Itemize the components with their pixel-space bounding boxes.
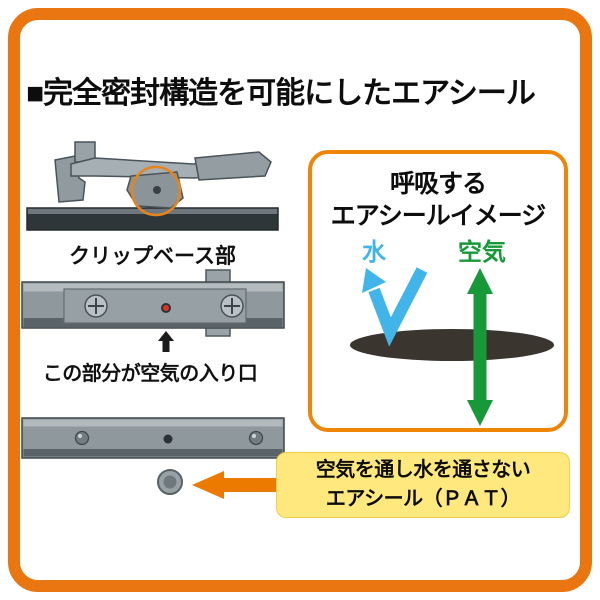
page-title: ■完全密封構造を可能にしたエアシール [26, 68, 574, 112]
water-label: 水 [362, 239, 386, 266]
clip-base-illustration [26, 141, 279, 231]
highlight-circle [130, 165, 182, 217]
water-bounce-arrow-icon [362, 267, 428, 347]
callout-box: 空気を通し水を通さない エアシール（ＰＡＴ） [276, 452, 570, 518]
blade-rail-bottom [21, 417, 285, 459]
rivet-right [248, 430, 264, 446]
panel-heading-line2: エアシールイメージ [330, 202, 547, 230]
air-seal-plug [157, 469, 183, 495]
panel-heading-line1: 呼吸する [389, 170, 487, 198]
air-label: 空気 [458, 239, 506, 266]
title-text: 完全密封構造を可能にしたエアシール [43, 77, 536, 110]
clip-base-label: クリップベース部 [69, 245, 236, 268]
seal-hole [163, 434, 173, 444]
air-flow-arrow-icon [467, 268, 493, 426]
air-inlet-label: この部分が空気の入り口 [42, 363, 258, 385]
callout-arrow-icon [192, 471, 282, 499]
clip-body [54, 141, 272, 209]
seal-ellipse [350, 329, 554, 361]
phillips-screw-right [220, 294, 244, 318]
blade-rail [21, 281, 285, 329]
rivet-left [74, 430, 90, 446]
blade-underside-illustration [21, 417, 285, 459]
air-inlet-illustration [21, 269, 285, 352]
phillips-screw-left [84, 294, 108, 318]
wiper-blade-bar [26, 207, 279, 231]
callout-line2: エアシール（ＰＡＴ） [325, 488, 521, 510]
callout-line1: 空気を通し水を通さない [315, 459, 531, 481]
title-square-marker: ■ [26, 77, 44, 110]
up-arrow-icon [158, 331, 174, 352]
airseal-image-panel: 呼吸する エアシールイメージ 水 空気 [308, 150, 568, 432]
red-marker-dot [163, 305, 169, 311]
breathing-diagram [350, 267, 554, 426]
